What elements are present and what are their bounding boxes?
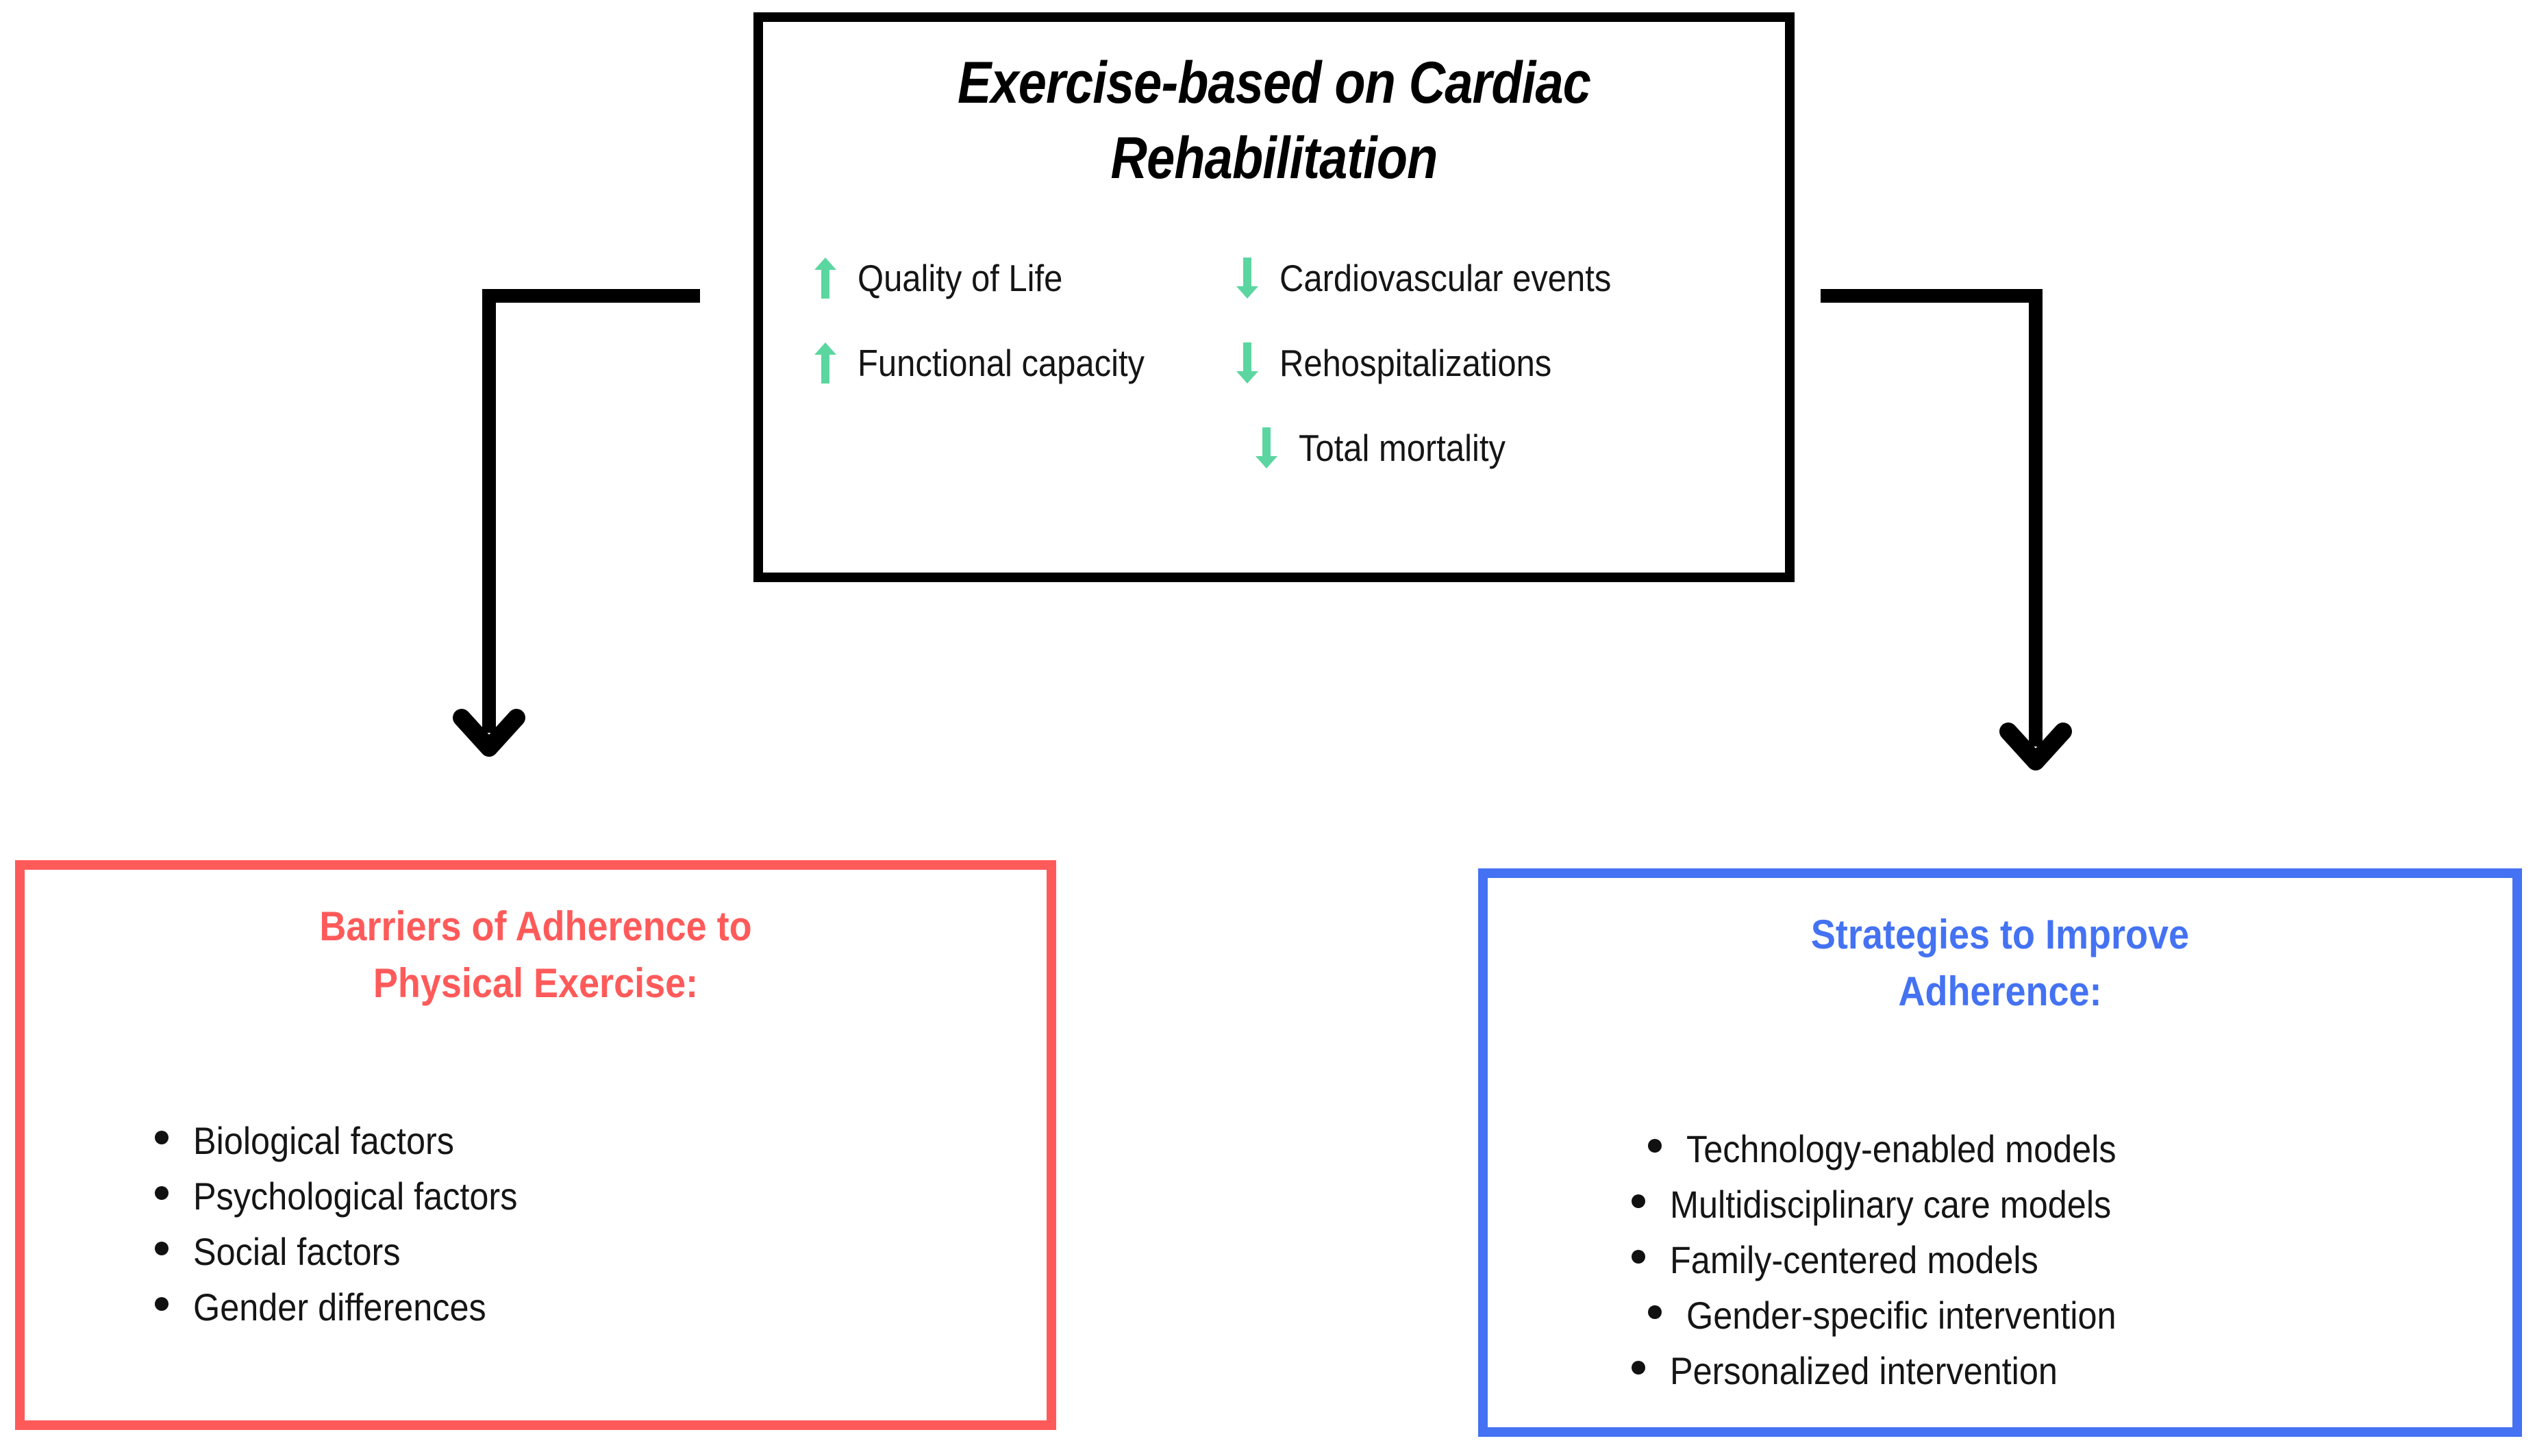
benefit-row-rehospitalizations: Rehospitalizations [1236, 340, 1770, 386]
benefit-row-total-mortality: Total mortality [1236, 425, 1770, 471]
list-item-label: Multidisciplinary care models [1670, 1183, 2112, 1226]
bullet-icon [1648, 1305, 1662, 1319]
barriers-title: Barriers of Adherence to Physical Exerci… [76, 899, 996, 1012]
bullet-icon [155, 1131, 168, 1144]
list-item-label: Gender differences [193, 1285, 486, 1329]
list-item: Gender-specific intervention [1632, 1296, 2164, 1343]
arrow-up-icon [814, 257, 837, 299]
benefit-row-quality-of-life: Quality of Life [814, 255, 1266, 301]
benefit-label: Rehospitalizations [1279, 341, 1552, 384]
top-box-title-line-2: Rehabilitation [1110, 125, 1438, 192]
increase-benefits-column: Quality of Life Functional capacity [814, 255, 1266, 425]
list-item-label: Psychological factors [193, 1175, 518, 1218]
list-item: Personalized intervention [1632, 1352, 2164, 1398]
arrow-down-icon [1255, 427, 1278, 469]
list-item-label: Technology-enabled models [1686, 1127, 2116, 1170]
bullet-icon [1632, 1194, 1645, 1208]
list-item-label: Personalized intervention [1670, 1349, 2058, 1392]
list-item: Social factors [155, 1233, 553, 1279]
barriers-title-line-2: Physical Exercise: [373, 959, 699, 1006]
list-item: Gender differences [155, 1288, 553, 1335]
top-box-title-line-1: Exercise-based on Cardiac [958, 50, 1591, 116]
bullet-icon [1632, 1250, 1645, 1264]
benefit-row-functional-capacity: Functional capacity [814, 340, 1266, 386]
cardiac-rehabilitation-box: Exercise-based on Cardiac Rehabilitation… [753, 12, 1795, 582]
strategies-title-line-2: Adherence: [1898, 968, 2102, 1014]
strategies-box: Strategies to Improve Adherence: Technol… [1478, 868, 2522, 1437]
arrow-down-icon [1236, 257, 1259, 299]
barriers-box: Barriers of Adherence to Physical Exerci… [15, 860, 1056, 1430]
bullet-icon [1632, 1361, 1645, 1375]
list-item-label: Family-centered models [1670, 1238, 2038, 1281]
list-item: Technology-enabled models [1632, 1130, 2164, 1177]
benefit-label: Quality of Life [858, 256, 1063, 299]
benefit-label: Cardiovascular events [1279, 256, 1612, 299]
strategies-title-line-1: Strategies to Improve [1810, 912, 2190, 957]
list-item-label: Gender-specific intervention [1686, 1294, 2116, 1337]
benefit-label: Functional capacity [858, 341, 1145, 384]
arrow-up-icon [814, 342, 837, 384]
list-item-label: Biological factors [193, 1119, 454, 1162]
barriers-title-line-1: Barriers of Adherence to [319, 903, 752, 949]
list-item: Biological factors [155, 1122, 553, 1168]
decrease-benefits-column: Cardiovascular events Rehospitalizations [1236, 255, 1770, 510]
arrow-down-icon [1236, 342, 1259, 384]
barriers-list: Biological factors Psychological factors… [155, 1122, 553, 1344]
list-item: Multidisciplinary care models [1632, 1185, 2164, 1232]
top-box-title: Exercise-based on Cardiac Rehabilitation [834, 45, 1713, 196]
list-item: Psychological factors [155, 1177, 553, 1224]
strategies-list: Technology-enabled models Multidisciplin… [1632, 1130, 2164, 1407]
list-item: Family-centered models [1632, 1241, 2164, 1288]
bullet-icon [155, 1242, 168, 1255]
strategies-title: Strategies to Improve Adherence: [1539, 907, 2461, 1020]
bullet-icon [155, 1297, 168, 1311]
bullet-icon [155, 1186, 168, 1200]
benefit-row-cardiovascular-events: Cardiovascular events [1236, 255, 1770, 301]
list-item-label: Social factors [193, 1230, 401, 1273]
benefit-label: Total mortality [1299, 426, 1506, 469]
bullet-icon [1648, 1139, 1662, 1153]
